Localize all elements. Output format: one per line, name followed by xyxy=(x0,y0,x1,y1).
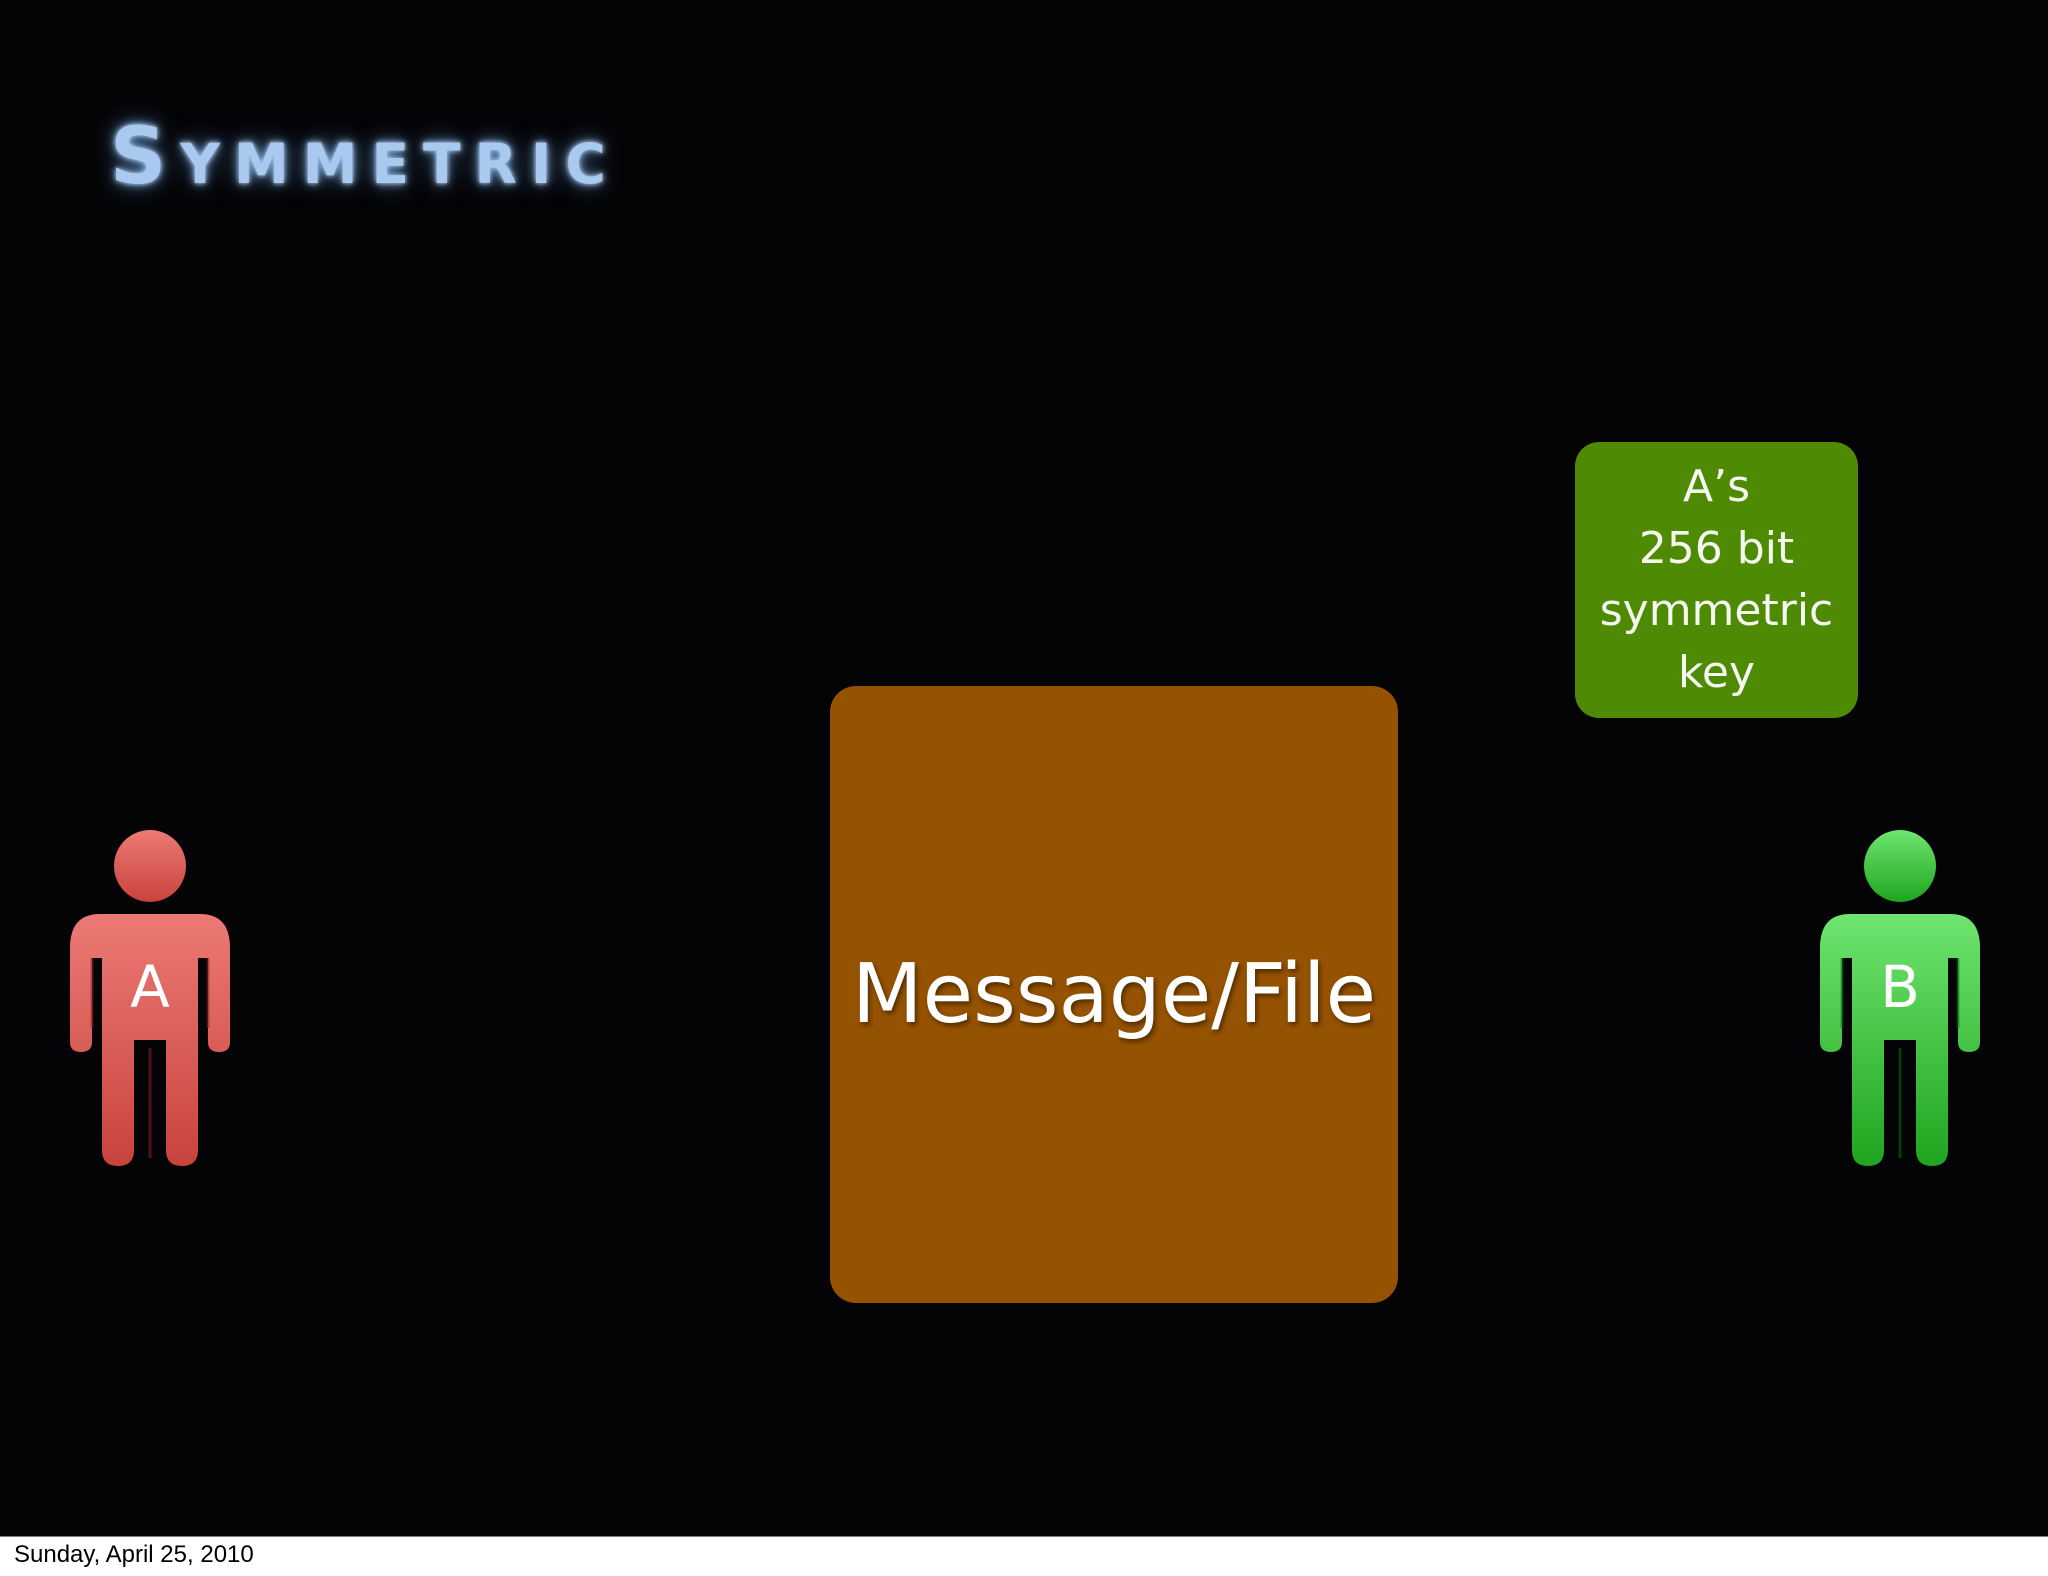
message-file-label: Message/File xyxy=(851,947,1377,1042)
key-box-line: key xyxy=(1677,647,1756,698)
symmetric-key-box: A’s 256 bit symmetric key xyxy=(1575,442,1858,718)
person-a-label: A xyxy=(130,953,170,1021)
person-a: A xyxy=(70,828,230,1168)
key-box-line: A’s xyxy=(1682,461,1750,512)
key-box-line: symmetric xyxy=(1599,585,1834,636)
slide-title: Symmetric xyxy=(110,112,620,202)
footer-date: Sunday, April 25, 2010 xyxy=(14,1541,254,1568)
person-icon xyxy=(1820,830,1980,1166)
key-box-line: 256 bit xyxy=(1638,523,1795,574)
person-icon xyxy=(70,830,230,1166)
person-b-label: B xyxy=(1880,953,1920,1021)
message-file-box: Message/File xyxy=(830,686,1398,1303)
slide: Symmetric A’s 256 bit symmetric key Mess… xyxy=(0,0,2048,1537)
person-b: B xyxy=(1820,828,1980,1168)
